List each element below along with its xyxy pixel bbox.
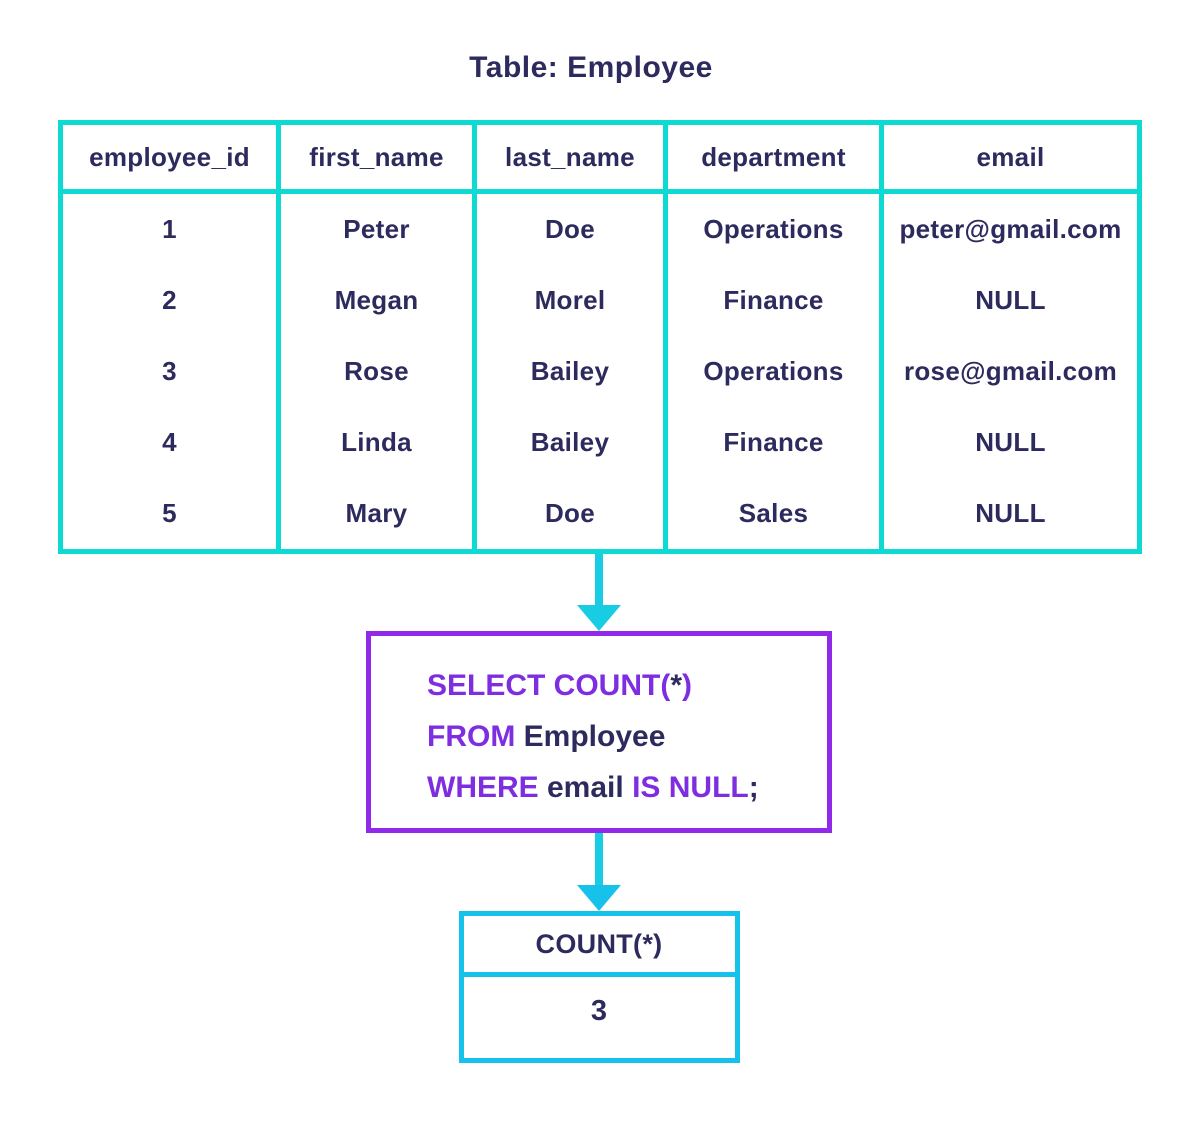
table-cell: Doe	[477, 478, 668, 549]
result-table: COUNT(*) 3	[458, 911, 740, 1063]
table-cell: 4	[63, 407, 281, 478]
table-cell: Linda	[281, 407, 477, 478]
table-cell: 2	[63, 265, 281, 336]
sql-keyword: FROM	[427, 720, 524, 753]
sql-query-box: SELECT COUNT(*) FROM Employee WHERE emai…	[366, 631, 832, 833]
arrow-head-icon	[577, 605, 621, 631]
sql-table-name: Employee	[523, 720, 666, 753]
sql-line-where: WHERE email IS NULL;	[427, 762, 817, 813]
table-cell: 3	[63, 336, 281, 407]
table-cell: Operations	[668, 336, 884, 407]
table-cell: Sales	[668, 478, 884, 549]
table-cell: Megan	[281, 265, 477, 336]
table-cell: Rose	[281, 336, 477, 407]
table-cell: Bailey	[477, 336, 668, 407]
table-title: Table: Employee	[469, 51, 713, 84]
down-arrow-table-to-query	[577, 554, 621, 631]
sql-keyword: WHERE	[427, 771, 547, 804]
table-cell: Morel	[477, 265, 668, 336]
column-header-employee-id: employee_id	[63, 125, 281, 194]
table-cell: Operations	[668, 194, 884, 265]
sql-keyword: IS NULL	[632, 771, 749, 804]
employee-table: employee_id first_name last_name departm…	[58, 120, 1142, 554]
column-header-department: department	[668, 125, 884, 194]
sql-line-from: FROM Employee	[427, 711, 817, 762]
result-header: COUNT(*)	[463, 916, 735, 977]
arrow-shaft	[595, 554, 603, 605]
table-cell: Peter	[281, 194, 477, 265]
column-header-last-name: last_name	[477, 125, 668, 194]
sql-star: *	[670, 669, 683, 702]
table-cell: 5	[63, 478, 281, 549]
table-cell: NULL	[975, 285, 1046, 315]
table-cell: Doe	[477, 194, 668, 265]
table-cell: 1	[63, 194, 281, 265]
sql-column-name: email	[547, 771, 633, 804]
diagram-stack: Table: Employee employee_id first_name l…	[58, 51, 1142, 1063]
table-cell: Bailey	[477, 407, 668, 478]
column-header-email: email	[884, 125, 1137, 194]
result-value: 3	[590, 995, 608, 1027]
arrow-head-icon	[577, 885, 621, 911]
arrow-shaft	[595, 833, 603, 885]
table-cell: NULL	[975, 498, 1046, 528]
sql-keyword: SELECT COUNT(	[427, 669, 671, 702]
sql-close-paren: )	[682, 669, 693, 702]
table-cell: Finance	[668, 265, 884, 336]
table-cell: Finance	[668, 407, 884, 478]
table-cell: peter@gmail.com	[899, 214, 1122, 244]
sql-line-select: SELECT COUNT(*)	[427, 660, 817, 711]
table-cell: Mary	[281, 478, 477, 549]
table-cell: NULL	[975, 427, 1046, 457]
column-header-first-name: first_name	[281, 125, 477, 194]
table-cell: rose@gmail.com	[903, 356, 1118, 386]
down-arrow-query-to-result	[577, 833, 621, 911]
sql-semicolon: ;	[748, 771, 759, 804]
